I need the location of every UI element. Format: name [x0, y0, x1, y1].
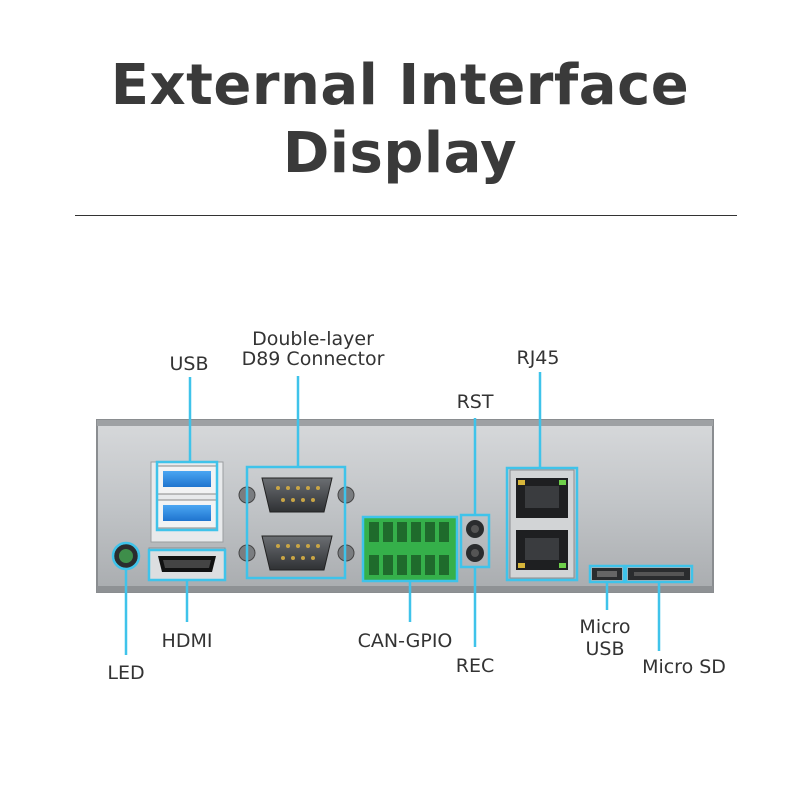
led-indicator	[111, 541, 141, 571]
title-line-2: Display	[282, 121, 518, 186]
label-hdmi: HDMI	[162, 630, 213, 652]
label-led: LED	[107, 662, 144, 684]
label-can-gpio: CAN-GPIO	[358, 630, 453, 652]
label-micro-usb-line2: USB	[585, 638, 624, 660]
page-title: External Interface Display	[0, 52, 800, 188]
label-d89-line1: Double-layer	[252, 328, 374, 350]
micro-usb-port	[588, 564, 626, 584]
usb-ports	[150, 460, 224, 543]
label-micro-usb-line1: Micro	[579, 616, 630, 638]
rj45-ports	[505, 466, 579, 582]
rst-button	[466, 520, 484, 538]
label-rj45: RJ45	[517, 347, 560, 369]
label-rst: RST	[457, 391, 494, 413]
can-gpio-terminal	[361, 515, 459, 583]
title-divider	[75, 215, 737, 216]
label-micro-sd: Micro SD	[642, 656, 726, 678]
label-usb: USB	[169, 353, 208, 375]
db9-connectors	[238, 465, 355, 580]
rec-button	[466, 544, 484, 562]
label-rec: REC	[456, 655, 494, 677]
label-d89-line2: D89 Connector	[242, 348, 385, 370]
title-line-1: External Interface	[110, 53, 690, 118]
leader-lines	[124, 372, 661, 655]
micro-sd-slot	[624, 564, 694, 584]
hdmi-port	[147, 547, 227, 582]
